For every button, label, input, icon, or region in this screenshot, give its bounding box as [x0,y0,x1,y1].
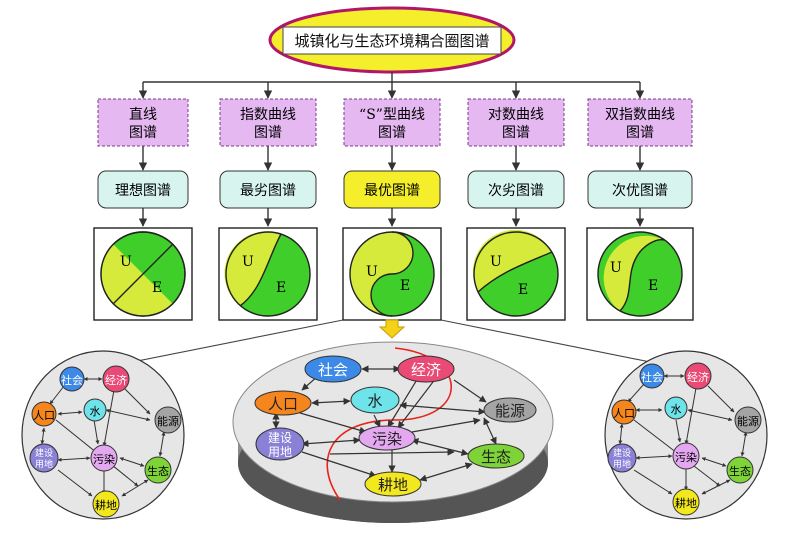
grade-box-second-worst: 次劣图谱 [467,170,565,209]
node-society: 社会 [304,355,362,383]
right-economy-label: 经济 [687,370,709,384]
curve-box-double-exponential: 双指数曲线 图谱 [587,98,693,147]
circle-double-exponential: U E [586,227,694,321]
curve-boxes: 直线 图谱 指数曲线 图谱 “S”型曲线 图谱 对数曲线 图谱 双指数曲线 图谱 [97,98,693,147]
grade-second-best-label: 次优图谱 [612,183,668,199]
right-ecology-label: 生态 [729,464,751,478]
curve-box-logarithmic: 对数曲线 图谱 [467,98,565,147]
circle-s-shaped: U E [342,227,442,321]
circle5-u: U [610,260,622,276]
left-water-label: 水 [90,405,101,418]
node-construction: 建设 用地 [255,427,305,461]
circle5-e: E [648,278,658,294]
grade-box-best: 最优图谱 [343,170,441,209]
node-farmland: 耕地 [364,471,422,497]
circle1-e: E [152,280,162,296]
left-construction-line1: 建设 [35,447,53,459]
curve-log-line2: 图谱 [502,125,530,141]
node-farmland-label: 耕地 [378,476,408,494]
curve-dexp-line1: 双指数曲线 [605,107,675,123]
circle1-u: U [120,254,132,270]
node-pollution-label: 污染 [372,430,402,448]
curve-linear-line2: 图谱 [129,125,157,141]
left-population-label: 人口 [33,409,55,422]
right-pollution-label: 污染 [675,450,697,464]
curve-exponential-line2: 图谱 [254,125,282,141]
grade-to-circle-arrows [138,208,645,227]
node-energy: 能源 [483,397,537,423]
right-population-label: 人口 [613,407,635,420]
right-water-label: 水 [671,403,682,416]
curve-dexp-line2: 图谱 [626,125,654,141]
right-network: 社会 经济 人口 水 能源 建设 用地 污染 生态 耕地 [604,350,768,520]
left-farmland-label: 耕地 [95,498,117,512]
grade-ideal-label: 理想图谱 [115,183,171,199]
node-population: 人口 [254,390,312,416]
circle-logarithmic: U E [466,227,566,321]
node-ecology-label: 生态 [481,448,511,466]
node-population-label: 人口 [268,395,298,413]
left-ecology-label: 生态 [147,464,169,478]
left-society-label: 社会 [61,373,83,387]
right-construction-line2: 用地 [613,458,631,470]
grade-box-ideal: 理想图谱 [97,170,189,209]
right-society-label: 社会 [641,370,663,384]
best-down-arrow-icon [378,319,406,339]
node-water-label: 水 [367,392,382,410]
node-pollution: 污染 [358,425,416,451]
grade-boxes: 理想图谱 最劣图谱 最优图谱 次劣图谱 次优图谱 [97,170,693,209]
left-energy-label: 能源 [157,414,179,428]
circle4-e: E [518,282,528,298]
circle4-u: U [490,254,502,270]
curve-exponential-line1: 指数曲线 [240,107,296,123]
node-construction-line2: 用地 [268,445,292,459]
circle-exponential: U E [218,227,318,321]
curve-to-grade-arrows [138,146,645,171]
node-energy-label: 能源 [495,402,525,420]
node-water: 水 [350,386,400,414]
left-network: 社会 经济 人口 水 能源 建设 用地 污染 生态 耕地 [21,350,185,520]
title-connectors [138,72,645,99]
curve-log-line1: 对数曲线 [488,107,544,123]
curve-box-s-shaped: “S”型曲线 图谱 [343,98,441,147]
curve-s-line1: “S”型曲线 [359,107,425,123]
node-economy-label: 经济 [411,361,441,379]
circle2-u: U [242,254,254,270]
right-farmland-label: 耕地 [675,496,697,510]
grade-box-second-best: 次优图谱 [587,170,693,209]
diagram-title: 城镇化与生态环境耦合圈图谱 [294,32,489,50]
circle3-e: E [400,278,410,294]
grade-worst-label: 最劣图谱 [240,183,296,199]
circle2-e: E [276,280,286,296]
title-ellipse: 城镇化与生态环境耦合圈图谱 [268,6,516,74]
left-construction-line2: 用地 [35,458,53,470]
grade-box-worst: 最劣图谱 [219,170,317,209]
right-energy-label: 能源 [737,414,759,428]
curve-box-exponential: 指数曲线 图谱 [219,98,317,147]
node-ecology: 生态 [467,443,525,469]
circle-linear: U E [93,227,193,321]
circle3-u: U [366,264,378,280]
center-network-edges [272,365,497,482]
center-network-nodes: 社会 经济 人口 水 能源 建设 用地 污染 生态 [254,355,537,497]
projection-lines [101,319,681,369]
right-construction-line1: 建设 [613,447,631,459]
node-society-label: 社会 [318,361,348,379]
curve-s-line2: 图谱 [378,125,406,141]
left-economy-label: 经济 [105,373,127,387]
coupling-circles: U E U E U E [93,227,694,321]
node-construction-line1: 建设 [268,431,292,445]
node-economy: 经济 [397,355,455,383]
grade-best-label: 最优图谱 [364,183,420,199]
grade-second-worst-label: 次劣图谱 [488,183,544,199]
curve-box-linear: 直线 图谱 [97,98,189,147]
left-pollution-label: 污染 [93,452,115,466]
curve-linear-line1: 直线 [129,106,157,123]
